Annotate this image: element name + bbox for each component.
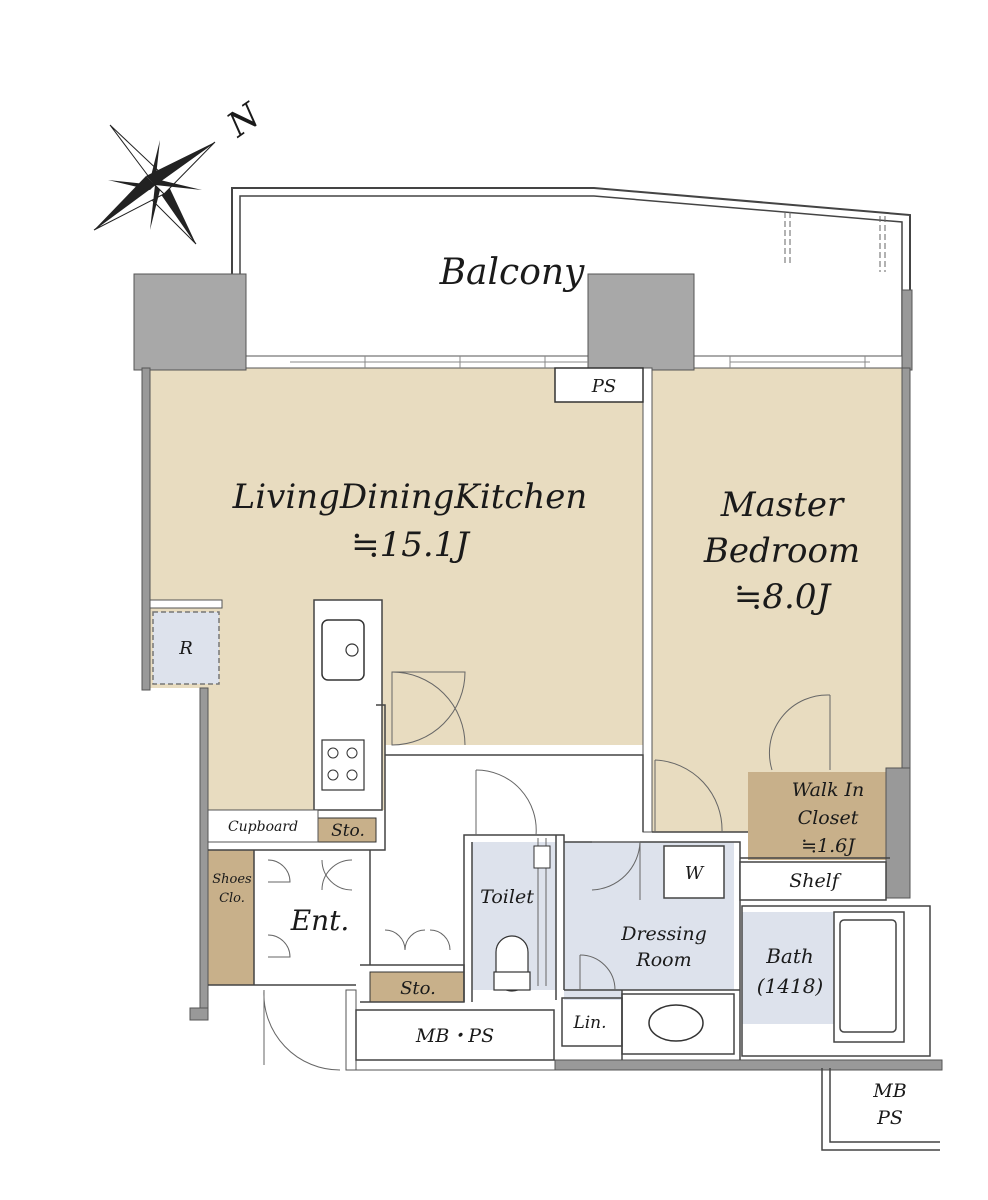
balcony-label: Balcony: [439, 252, 585, 293]
master-bedroom-floor: [652, 368, 902, 832]
washbasin-icon: [648, 1004, 704, 1042]
refrigerator-space: [152, 611, 220, 685]
cupboard-label: Cupboard: [228, 819, 298, 835]
cupboard-box: [207, 809, 319, 843]
dressing-room-label-2: Room: [635, 949, 691, 971]
window-lines: [290, 356, 870, 368]
sink-icon: [321, 619, 365, 681]
door-swings: [263, 671, 831, 1071]
washer-label: W: [685, 863, 705, 884]
ps-top-label: PS: [591, 376, 616, 397]
ldk-area: ≒15.1J: [351, 525, 471, 565]
shoes-closet-label-1: Shoes: [212, 872, 252, 887]
shoes-closet-floor: [208, 850, 254, 985]
walk-in-closet-area: ≒1.6J: [801, 835, 856, 857]
toilet-icon: [493, 845, 551, 992]
entrance-label: Ent.: [290, 904, 350, 937]
stove-icon: [321, 739, 365, 791]
master-bedroom-label-2: Bedroom: [703, 531, 860, 571]
north-label: N: [219, 95, 268, 146]
mb-ps-bottom-label: MB・PS: [415, 1025, 494, 1047]
walk-in-closet-label-2: Closet: [798, 807, 859, 829]
ldk-floor: [150, 368, 643, 810]
interior-lines: [208, 704, 940, 1151]
bath-floor: [742, 912, 834, 1024]
ldk-label: LivingDiningKitchen: [232, 477, 588, 517]
balcony: Balcony: [231, 187, 911, 360]
shelf-label: Shelf: [789, 870, 842, 892]
mb-ps-outside-label-2: PS: [876, 1107, 903, 1129]
toilet-label: Toilet: [480, 886, 534, 908]
refrigerator-label: R: [178, 638, 193, 659]
bath-label: Bath: [765, 944, 814, 968]
storage-kitchen-label: Sto.: [331, 821, 365, 841]
master-bedroom-label-1: Master: [720, 485, 845, 525]
walk-in-closet-label-1: Walk In: [792, 779, 865, 801]
compass-rose-icon: [93, 124, 216, 245]
bath-size: (1418): [757, 974, 824, 998]
shoes-closet-label-2: Clo.: [219, 891, 245, 906]
kitchen-counter: [313, 599, 383, 811]
storage-hall-label: Sto.: [400, 978, 436, 999]
fridge-counter: [149, 599, 223, 609]
pillar-center: [587, 273, 695, 371]
lin-label: Lin.: [572, 1013, 606, 1033]
ps-top-box: [554, 367, 644, 403]
dressing-room-label-1: Dressing: [620, 923, 707, 945]
master-bedroom-area: ≒8.0J: [734, 577, 833, 617]
storage-hall-floor: [369, 971, 465, 1003]
pillar-left: [133, 273, 247, 371]
mb-ps-outside-label-1: MB: [872, 1080, 906, 1102]
walk-in-closet-floor: [748, 772, 900, 860]
